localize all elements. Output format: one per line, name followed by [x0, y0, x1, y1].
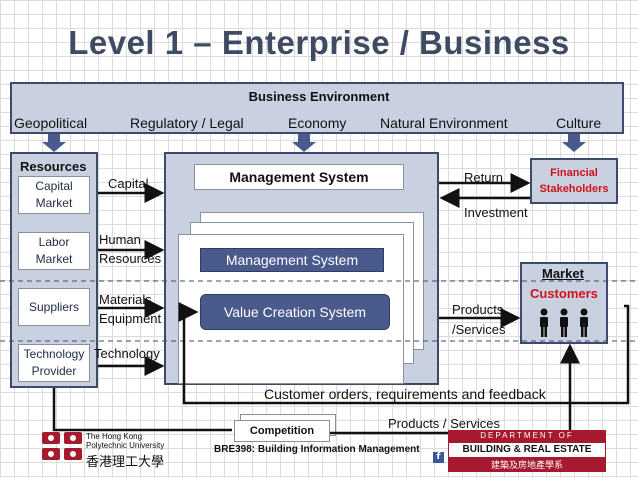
people-icon — [540, 308, 588, 337]
arrow-feedback-loop — [178, 302, 630, 405]
market-heading: Market — [542, 266, 584, 281]
university-name-en: The Hong Kong Polytechnic University — [86, 432, 165, 450]
page-title: Level 1 – Enterprise / Business — [68, 24, 570, 61]
flow-investment-label: Investment — [464, 205, 528, 220]
management-system-top-label: Management System — [194, 164, 404, 190]
financial-stakeholders-box — [530, 158, 618, 204]
department-line1: DEPARTMENT OF — [448, 430, 606, 442]
university-name-zh: 香港理工大學 — [86, 454, 165, 469]
env-arrow-right — [562, 134, 586, 152]
factor-culture: Culture — [556, 115, 602, 131]
department-zh: 建築及房地產學系 — [448, 458, 606, 472]
polyu-logo-icon — [42, 432, 82, 460]
arrow-competition-to-market — [330, 343, 580, 435]
factor-economy: Economy — [288, 115, 347, 131]
business-environment-heading: Business Environment — [248, 89, 390, 104]
factor-geopolitical: Geopolitical — [14, 115, 88, 131]
env-arrow-left — [42, 134, 66, 152]
labor-market-box: Labor Market — [18, 232, 90, 270]
resources-heading: Resources — [20, 159, 87, 174]
market-box — [520, 262, 608, 344]
value-creation-system: Value Creation System — [200, 294, 390, 330]
flow-feedback-label: Customer orders, requirements and feedba… — [264, 386, 546, 402]
financial-stakeholders-label: Financial Stakeholders — [539, 167, 609, 195]
flow-technology-label: Technology — [94, 346, 160, 361]
capital-market-box: Capital Market — [18, 176, 90, 214]
suppliers-box: Suppliers — [18, 288, 90, 326]
technology-provider-box: Technology Provider — [18, 344, 90, 382]
flow-capital-label: Capital — [108, 176, 149, 191]
business-environment-band — [10, 82, 624, 134]
department-line2: BUILDING & REAL ESTATE — [448, 442, 606, 458]
factor-natural-environment: Natural Environment — [380, 115, 508, 131]
customers-label: Customers — [530, 286, 598, 301]
competition-box: Competition — [234, 420, 330, 442]
facebook-icon[interactable]: f — [433, 452, 444, 463]
env-arrow-center — [292, 134, 316, 152]
line-technology-to-competition — [52, 388, 232, 432]
department-banner: DEPARTMENT OF BUILDING & REAL ESTATE 建築及… — [448, 430, 606, 474]
factor-regulatory-legal: Regulatory / Legal — [130, 115, 244, 131]
course-label: BRE398: Building Information Management — [214, 444, 420, 455]
management-system-inner: Management System — [200, 248, 384, 272]
flow-return-label: Return — [464, 170, 504, 185]
flow-products-services-bottom-label: Products / Services — [388, 416, 500, 431]
flow-products-services-label: Products /Services — [452, 302, 506, 337]
